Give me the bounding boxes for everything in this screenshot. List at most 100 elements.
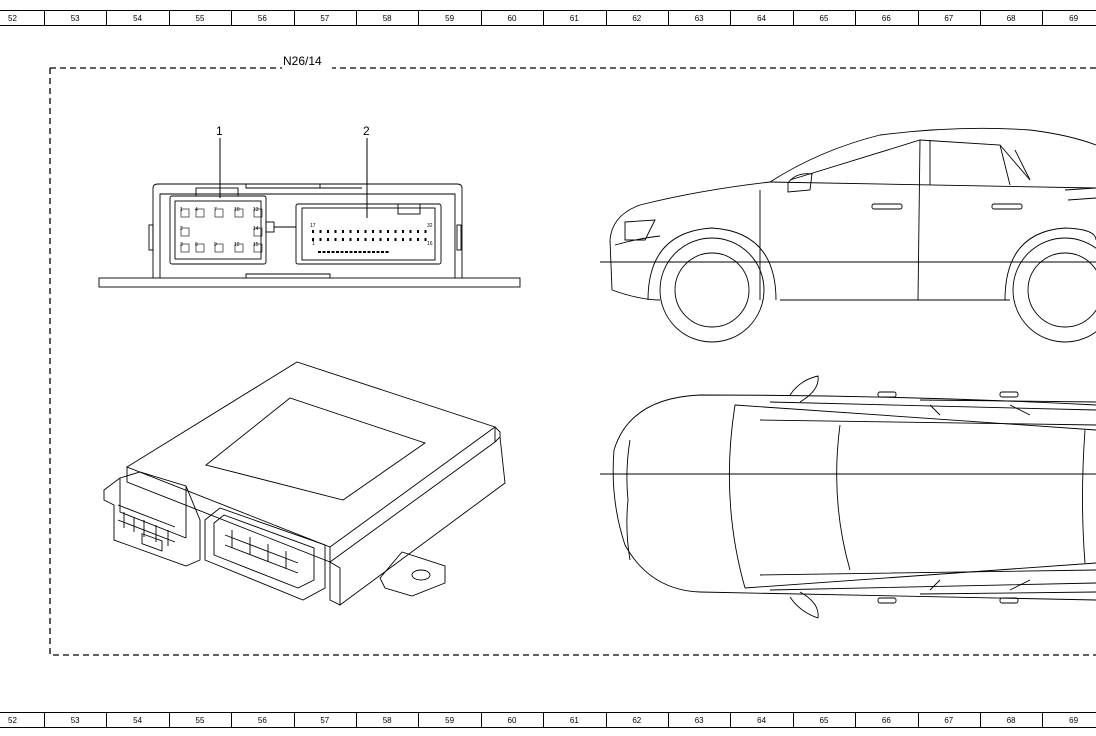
pin <box>312 230 314 233</box>
grid-column-56: 56 <box>231 713 293 727</box>
pin <box>372 238 374 241</box>
grid-column-label: 60 <box>507 14 517 23</box>
grid-column-60: 60 <box>481 713 543 727</box>
grid-column-label: 52 <box>8 716 17 725</box>
connector-2-pin-grid <box>312 230 427 253</box>
grid-column-61: 61 <box>543 713 605 727</box>
grid-divider <box>668 11 669 25</box>
grid-column-66: 66 <box>855 713 917 727</box>
latch-tooth <box>327 251 330 253</box>
pin <box>364 230 367 233</box>
grid-divider <box>480 713 482 727</box>
grid-divider <box>543 11 545 25</box>
grid-divider <box>293 11 295 25</box>
grid-column-label: 54 <box>133 716 143 725</box>
grid-column-label: 56 <box>257 716 267 725</box>
grid-column-54: 54 <box>106 11 168 25</box>
grid-column-label: 65 <box>819 716 829 725</box>
pin-label: 1 <box>180 207 183 213</box>
pin-cavity <box>214 208 224 218</box>
latch-tooth <box>381 251 384 253</box>
grid-divider <box>543 713 545 727</box>
pin <box>424 238 427 241</box>
pin-label: 32 <box>427 223 433 229</box>
callout-2: 2 <box>363 124 370 138</box>
pin-label: 1 <box>312 241 315 247</box>
pin-cavity <box>180 208 190 218</box>
grid-divider <box>730 11 732 25</box>
pin <box>319 230 322 233</box>
pin <box>409 230 412 233</box>
grid-column-label: 66 <box>881 716 891 725</box>
grid-divider <box>418 713 420 727</box>
grid-column-label: 53 <box>70 14 80 23</box>
grid-column-53: 53 <box>44 713 106 727</box>
grid-column-61: 61 <box>543 11 605 25</box>
grid-column-label: 55 <box>195 716 205 725</box>
vehicle-side-view <box>609 127 1096 343</box>
pin <box>394 238 397 241</box>
pin <box>402 230 404 233</box>
grid-column-label: 57 <box>320 716 330 725</box>
grid-divider <box>480 11 482 25</box>
grid-column-52: 52 <box>0 11 44 25</box>
pin-label: 3 <box>180 242 183 248</box>
pin-cavity <box>195 208 205 218</box>
grid-column-label: 65 <box>819 14 829 23</box>
grid-column-label: 61 <box>569 716 579 725</box>
pin-cavity <box>234 243 244 253</box>
pin-label: 12 <box>234 242 240 248</box>
grid-divider <box>792 713 794 727</box>
grid-divider <box>106 11 108 25</box>
pin <box>327 230 329 233</box>
pin-cavity <box>253 243 263 253</box>
grid-divider <box>1042 11 1044 25</box>
grid-column-58: 58 <box>356 713 418 727</box>
latch-tooth <box>358 251 362 253</box>
grid-column-57: 57 <box>294 713 356 727</box>
grid-divider <box>980 11 981 25</box>
grid-divider <box>44 11 45 25</box>
pin-label: 16 <box>427 241 433 247</box>
grid-column-label: 55 <box>195 14 205 23</box>
grid-column-60: 60 <box>481 11 543 25</box>
component-label: N26/14 <box>283 54 322 68</box>
latch-tooth <box>354 251 357 253</box>
grid-divider <box>44 713 45 727</box>
control-unit-isometric-view <box>103 361 506 606</box>
grid-column-label: 68 <box>1006 14 1016 23</box>
grid-column-52: 52 <box>0 713 44 727</box>
grid-column-label: 58 <box>382 14 392 23</box>
pin-cavity <box>234 208 244 218</box>
grid-column-63: 63 <box>668 713 730 727</box>
pin <box>379 230 382 233</box>
grid-column-label: 60 <box>507 716 517 725</box>
connector-1-pin-labels: 1 4 7 10 13 2 14 3 6 9 12 15 <box>180 207 259 248</box>
grid-column-label: 56 <box>257 14 267 23</box>
grid-column-67: 67 <box>918 11 980 25</box>
grid-column-label: 57 <box>320 14 330 23</box>
pin <box>417 238 419 241</box>
pin-label: 15 <box>253 242 259 248</box>
grid-divider <box>356 11 357 25</box>
pin-cavity <box>195 243 205 253</box>
connector-2-pin-labels: 17 32 1 16 <box>310 223 433 247</box>
grid-divider <box>168 11 170 25</box>
grid-column-label: 52 <box>8 14 17 23</box>
pin <box>387 230 389 233</box>
grid-column-57: 57 <box>294 11 356 25</box>
callout-1: 1 <box>216 124 223 138</box>
pin-cavity <box>214 243 224 253</box>
latch-tooth <box>345 251 348 253</box>
pin-label: 13 <box>253 207 259 213</box>
latch-tooth <box>372 251 375 253</box>
control-unit-front-view <box>98 183 521 288</box>
grid-divider <box>792 11 794 25</box>
pin <box>319 238 322 241</box>
grid-divider <box>418 11 420 25</box>
grid-column-53: 53 <box>44 11 106 25</box>
grid-column-59: 59 <box>418 11 480 25</box>
grid-column-label: 61 <box>569 14 579 23</box>
grid-column-label: 63 <box>694 716 704 725</box>
